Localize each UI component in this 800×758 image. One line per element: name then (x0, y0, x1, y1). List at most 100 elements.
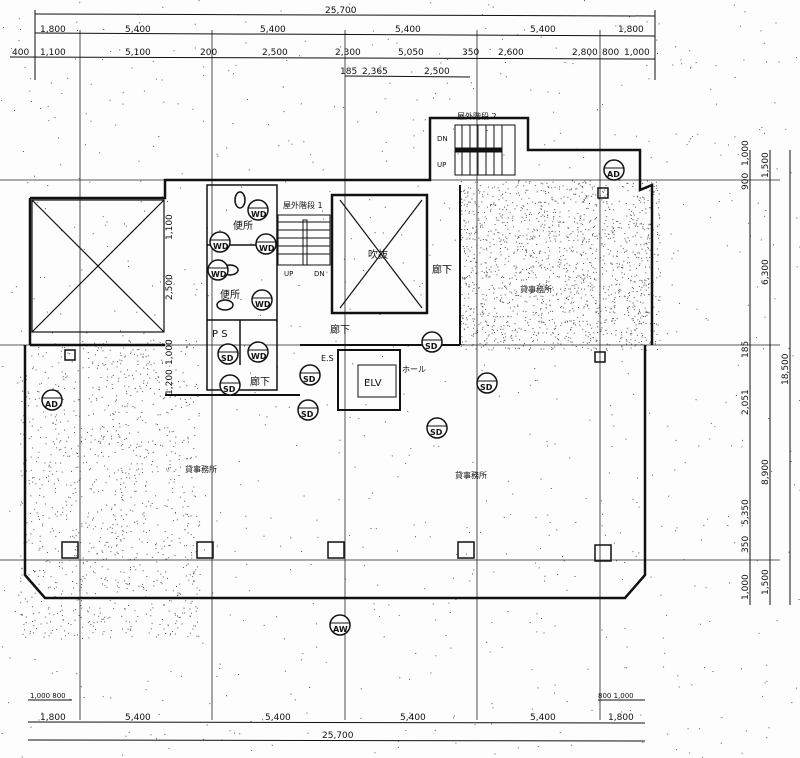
dim-right: 900 1,000 185 2,051 5,350 1,000 350 1,500 6,300 8… (741, 140, 791, 600)
dim-label: 2,600 (498, 48, 524, 58)
ad-door-symbol: AD (603, 159, 625, 181)
dim-label: 5,400 (265, 713, 291, 723)
sd-door-symbol: SD (297, 399, 319, 421)
wd-door-symbol: WD (209, 231, 231, 253)
dim-label: 1,500 (761, 569, 771, 595)
dim-top-total: 25,700 (325, 6, 357, 16)
hall-label: ホール (402, 365, 426, 374)
dim-label: 8,900 (761, 459, 771, 485)
toilet-label-1: 便所 (233, 219, 253, 232)
dim-label: 185 (741, 341, 751, 358)
toilet-label-2: 便所 (220, 288, 240, 301)
corridor-label-3: 廊下 (250, 375, 270, 388)
symbol-label: AD (45, 400, 58, 409)
stair2-label: 屋外階段 2 (457, 111, 497, 121)
symbol-label: WD (213, 242, 229, 251)
dim-label: 200 (200, 48, 217, 58)
stair-2 (454, 124, 516, 176)
corridor-label-2: 廊下 (330, 323, 350, 336)
symbol-label: SD (425, 342, 438, 351)
es-label: E.S (321, 354, 334, 363)
symbol-label: SD (303, 375, 316, 384)
dim-label: 5,400 (125, 25, 151, 35)
top-dimensions (9, 10, 656, 80)
office-label-1: 貸事務所 (520, 284, 552, 294)
symbol-label: AW (333, 625, 348, 634)
stair-1 (277, 214, 331, 266)
wd-door-symbol: WD (255, 233, 277, 255)
dim-label: 2,365 (362, 67, 388, 77)
columns (61, 187, 612, 562)
dim-label: 18,500 (781, 353, 791, 385)
dim-top-row3: 185 2,365 2,500 (340, 67, 450, 77)
elevator-label: ELV (364, 378, 382, 389)
symbol-label: SD (223, 385, 236, 394)
stair2-up: UP (437, 161, 446, 169)
dim-label: 2,500 (424, 67, 450, 77)
dim-label: 1,800 (618, 25, 644, 35)
stair1-dn: DN (314, 270, 325, 278)
corridor-label-1: 廊下 (432, 263, 452, 276)
symbol-label: WD (255, 300, 271, 309)
dim-label: 2,800 (572, 48, 598, 58)
dim-label: 1,800 (608, 713, 634, 723)
elevator (337, 349, 401, 411)
dim-label: 2,051 (741, 389, 751, 415)
dim-bottom-right-small: 800 1,000 (598, 692, 634, 700)
aw-door-symbol: AW (329, 614, 351, 636)
dim-label: 5,400 (400, 713, 426, 723)
sd-door-symbol: SD (299, 364, 321, 386)
dim-label: 5,400 (530, 25, 556, 35)
sd-door-symbol: SD (426, 417, 448, 439)
dim-label: 400 (12, 48, 29, 58)
dim-label: 5,100 (125, 48, 151, 58)
symbol-label: WD (251, 352, 267, 361)
sd-door-symbol: SD (476, 372, 498, 394)
dim-label: 1,000 (741, 140, 751, 166)
corridor-walls (165, 185, 461, 396)
office-label-2: 貸事務所 (185, 464, 217, 474)
symbol-label: WD (251, 210, 267, 219)
void-left (31, 199, 165, 333)
sd-door-symbol: SD (219, 374, 241, 396)
dim-label: 1,800 (40, 713, 66, 723)
symbol-label: SD (301, 410, 314, 419)
dim-label: 900 (741, 173, 751, 190)
symbol-label: SD (221, 354, 234, 363)
dim-label: 2,500 (165, 274, 175, 300)
dim-bottom-total: 25,700 (322, 731, 354, 741)
dim-label: 6,300 (761, 259, 771, 285)
office-label-3: 貸事務所 (455, 470, 487, 480)
symbol-label: AD (607, 170, 620, 179)
dim-label: 185 (340, 67, 357, 77)
dim-label: 1,000 (741, 574, 751, 600)
dim-label: 1,000 (165, 339, 175, 365)
dim-label: 5,400 (260, 25, 286, 35)
dim-label: 2,300 (335, 48, 361, 58)
dim-label: 350 (462, 48, 479, 58)
dim-label: 1,100 (165, 214, 175, 240)
dim-label: 1,000 (624, 48, 650, 58)
dim-label: 350 (741, 536, 751, 553)
bottom-dimensions (27, 699, 646, 742)
dim-label: 1,800 (40, 25, 66, 35)
dim-label: 5,350 (741, 499, 751, 525)
wd-door-symbol: WD (251, 289, 273, 311)
stair1-label: 屋外階段 1 (283, 200, 323, 210)
symbol-label: SD (480, 383, 493, 392)
dim-label: 1,500 (761, 152, 771, 178)
stair2-dn: DN (437, 135, 448, 143)
symbol-label: SD (430, 428, 443, 437)
sd-door-symbol: SD (421, 331, 443, 353)
si-door-symbol: SD (217, 343, 239, 365)
dim-label: 2,500 (262, 48, 288, 58)
void-label: 吹抜 (368, 248, 388, 261)
dim-label: 5,050 (398, 48, 424, 58)
dim-label: 800 (602, 48, 619, 58)
